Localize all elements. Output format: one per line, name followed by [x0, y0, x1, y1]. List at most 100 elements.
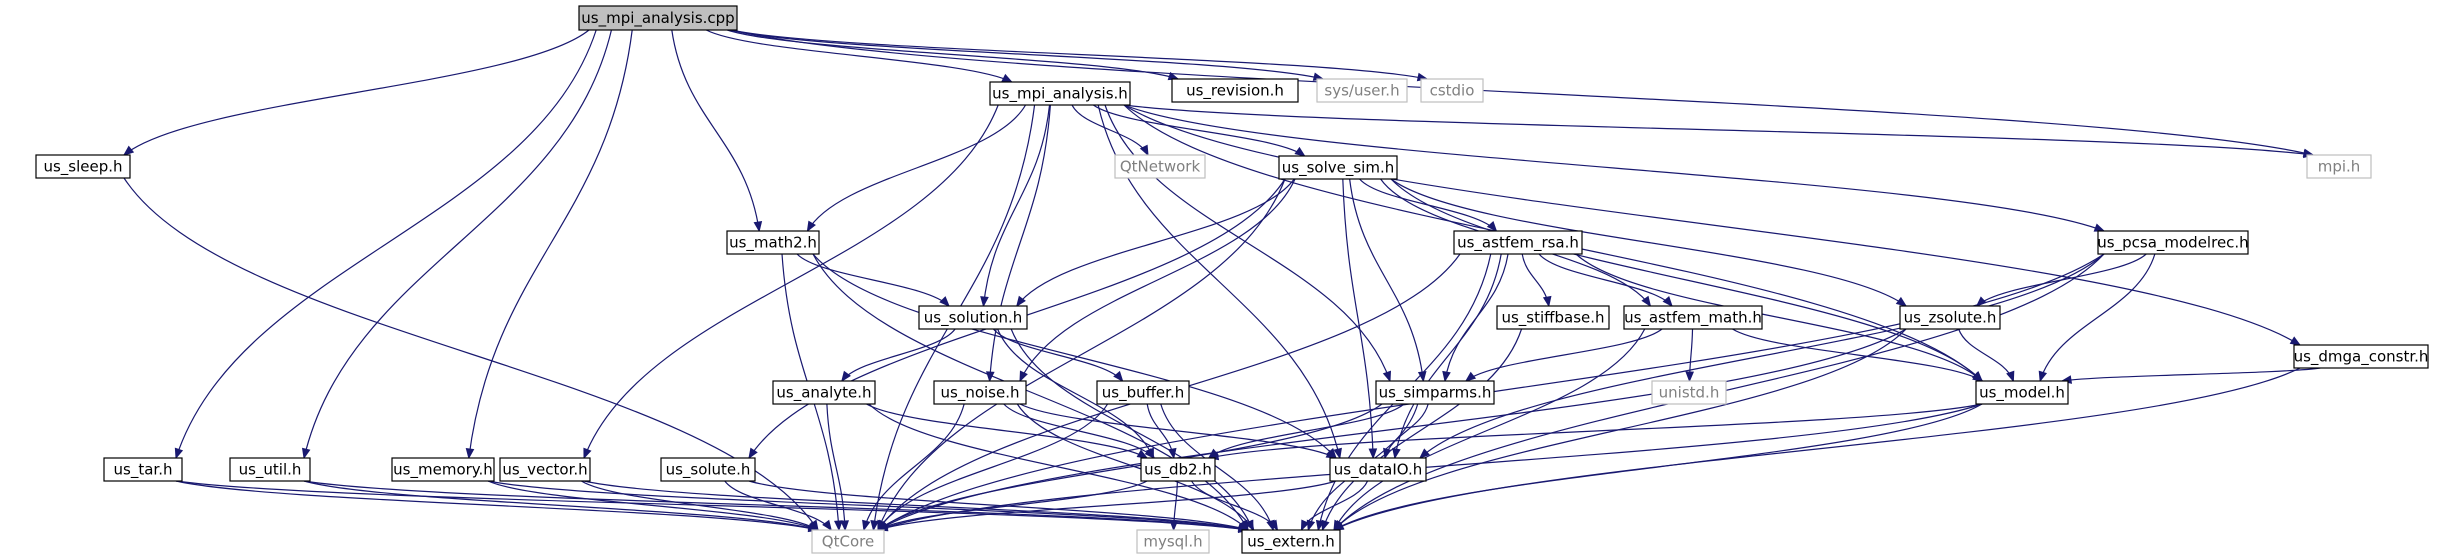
node-label: sys/user.h: [1324, 82, 1399, 100]
node-us_model_h[interactable]: us_model.h: [1975, 380, 2069, 405]
edge-line: [1349, 178, 1424, 382]
edge-line: [583, 480, 1249, 531]
node-label: unistd.h: [1659, 384, 1720, 402]
edge-us_mpi_analysis_h-to-mpi_h: [1123, 104, 2315, 159]
node-box: [2097, 230, 2249, 255]
edge-arrowhead: [841, 370, 851, 383]
edge-arrowhead: [1306, 519, 1316, 532]
edge-us_astfem_math_h-to-us_model_h: [1732, 328, 1984, 382]
node-box: [933, 380, 1027, 405]
edge-us_mpi_analysis_h-to-us_vector_h: [583, 104, 999, 460]
node-box: [499, 457, 591, 482]
edge-line: [841, 328, 956, 382]
edge-line: [1333, 328, 1646, 531]
node-us_simparms_h[interactable]: us_simparms.h: [1375, 380, 1495, 405]
edge-line: [1732, 328, 1983, 382]
node-box: [660, 457, 756, 482]
edge-arrowhead: [862, 519, 871, 532]
node-us_sleep_h[interactable]: us_sleep.h: [35, 154, 131, 179]
node-box: [1623, 305, 1763, 330]
edge-arrowhead: [1016, 295, 1026, 308]
node-us_vector_h[interactable]: us_vector.h: [499, 457, 591, 482]
node-us_noise_h[interactable]: us_noise.h: [933, 380, 1027, 405]
edge-us_simparms_h-to-qtcore: [876, 403, 1383, 531]
edge-us_zsolute_h-to-qtcore: [876, 328, 1907, 531]
node-us_memory_h[interactable]: us_memory.h: [391, 457, 495, 482]
node-label: us_util.h: [239, 461, 302, 480]
node-label: us_solve_sim.h: [1282, 159, 1394, 178]
node-box: [811, 529, 885, 554]
node-us_mpi_analysis_cpp[interactable]: us_mpi_analysis.cpp: [578, 5, 738, 31]
edge-arrowhead: [2093, 223, 2106, 232]
edge-us_mpi_analysis_h-to-us_math2_h: [806, 104, 1027, 233]
node-box: [35, 154, 131, 179]
edge-line: [826, 403, 846, 531]
node-us_mpi_analysis_h[interactable]: us_mpi_analysis.h: [989, 81, 1131, 106]
edge-line: [1093, 104, 1305, 157]
edge-line: [866, 403, 1148, 459]
node-box: [1420, 78, 1484, 103]
edge-line: [175, 29, 597, 459]
edge-arrowhead: [1321, 519, 1330, 532]
edge-arrowhead: [1368, 448, 1378, 460]
edge-line: [1019, 178, 1296, 382]
edge-line: [796, 253, 950, 307]
node-box: [103, 457, 183, 482]
node-label: us_pcsa_modelrec.h: [2097, 234, 2248, 253]
edge-arrowhead: [1144, 448, 1156, 459]
edge-line: [1465, 328, 1663, 382]
edge-line: [583, 104, 999, 459]
edge-arrowhead: [1418, 448, 1430, 459]
node-label: us_extern.h: [1247, 533, 1334, 552]
edge-line: [175, 480, 1249, 531]
edge-arrowhead: [806, 220, 816, 233]
edge-line: [671, 29, 760, 232]
node-label: cstdio: [1430, 82, 1475, 100]
node-us_dataio_h[interactable]: us_dataIO.h: [1329, 457, 1427, 482]
node-us_solution_h[interactable]: us_solution.h: [918, 305, 1028, 330]
edge-line: [863, 403, 965, 531]
edge-us_mpi_analysis_h-to-qtnetwork: [1071, 104, 1149, 157]
edge-line: [1208, 403, 1983, 459]
node-box: [229, 457, 311, 482]
edge-arrowhead: [1417, 371, 1427, 383]
node-us_tar_h[interactable]: us_tar.h: [103, 457, 183, 482]
node-us_pcsa_modelrec_h[interactable]: us_pcsa_modelrec.h: [2097, 230, 2249, 255]
edge-us_stiffbase_h-to-us_extern_h: [1321, 328, 1523, 532]
edge-arrowhead: [1294, 146, 1306, 157]
node-cstdio: cstdio: [1420, 78, 1484, 103]
node-us_math2_h[interactable]: us_math2.h: [726, 230, 820, 255]
node-us_util_h[interactable]: us_util.h: [229, 457, 311, 482]
edge-line: [724, 480, 832, 531]
edge-us_mpi_analysis_h-to-us_dmga_constr_h: [1123, 104, 2302, 346]
edge-line: [1321, 328, 1523, 531]
node-us_dmga_constr_h[interactable]: us_dmga_constr.h: [2293, 344, 2429, 369]
edge-us_db2_h-to-us_extern_h: [1191, 480, 1279, 532]
edge-us_astfem_math_h-to-unistd_h: [1685, 328, 1695, 383]
edge-us_pcsa_modelrec_h-to-us_model_h: [2038, 253, 2156, 383]
edge-line: [877, 480, 1337, 531]
edge-arrowhead: [753, 220, 763, 233]
node-label: us_model.h: [1979, 384, 2065, 403]
node-us_db2_h[interactable]: us_db2.h: [1140, 457, 1216, 482]
node-us_solve_sim_h[interactable]: us_solve_sim.h: [1278, 155, 1398, 180]
node-us_solute_h[interactable]: us_solute.h: [660, 457, 756, 482]
node-label: us_solute.h: [666, 461, 751, 480]
node-us_buffer_h[interactable]: us_buffer.h: [1096, 380, 1190, 405]
edge-line: [1419, 253, 2105, 459]
node-box: [1375, 380, 1495, 405]
node-us_extern_h[interactable]: us_extern.h: [1241, 529, 1341, 554]
edge-line: [1010, 328, 1254, 531]
node-us_astfem_rsa_h[interactable]: us_astfem_rsa.h: [1453, 230, 1583, 255]
edge-us_solute_h-to-us_extern_h: [748, 480, 1250, 532]
node-us_zsolute_h[interactable]: us_zsolute.h: [1899, 305, 2001, 330]
node-box: [1975, 380, 2069, 405]
edge-arrowhead: [1001, 73, 1013, 83]
node-label: us_sleep.h: [43, 158, 122, 177]
edge-us_noise_h-to-qtcore: [862, 403, 965, 532]
node-us_astfem_math_h[interactable]: us_astfem_math.h: [1623, 305, 1763, 330]
node-us_revision_h[interactable]: us_revision.h: [1171, 78, 1299, 103]
node-us_stiffbase_h[interactable]: us_stiffbase.h: [1496, 305, 1610, 330]
edge-line: [1016, 178, 1295, 307]
node-us_analyte_h[interactable]: us_analyte.h: [772, 380, 876, 405]
